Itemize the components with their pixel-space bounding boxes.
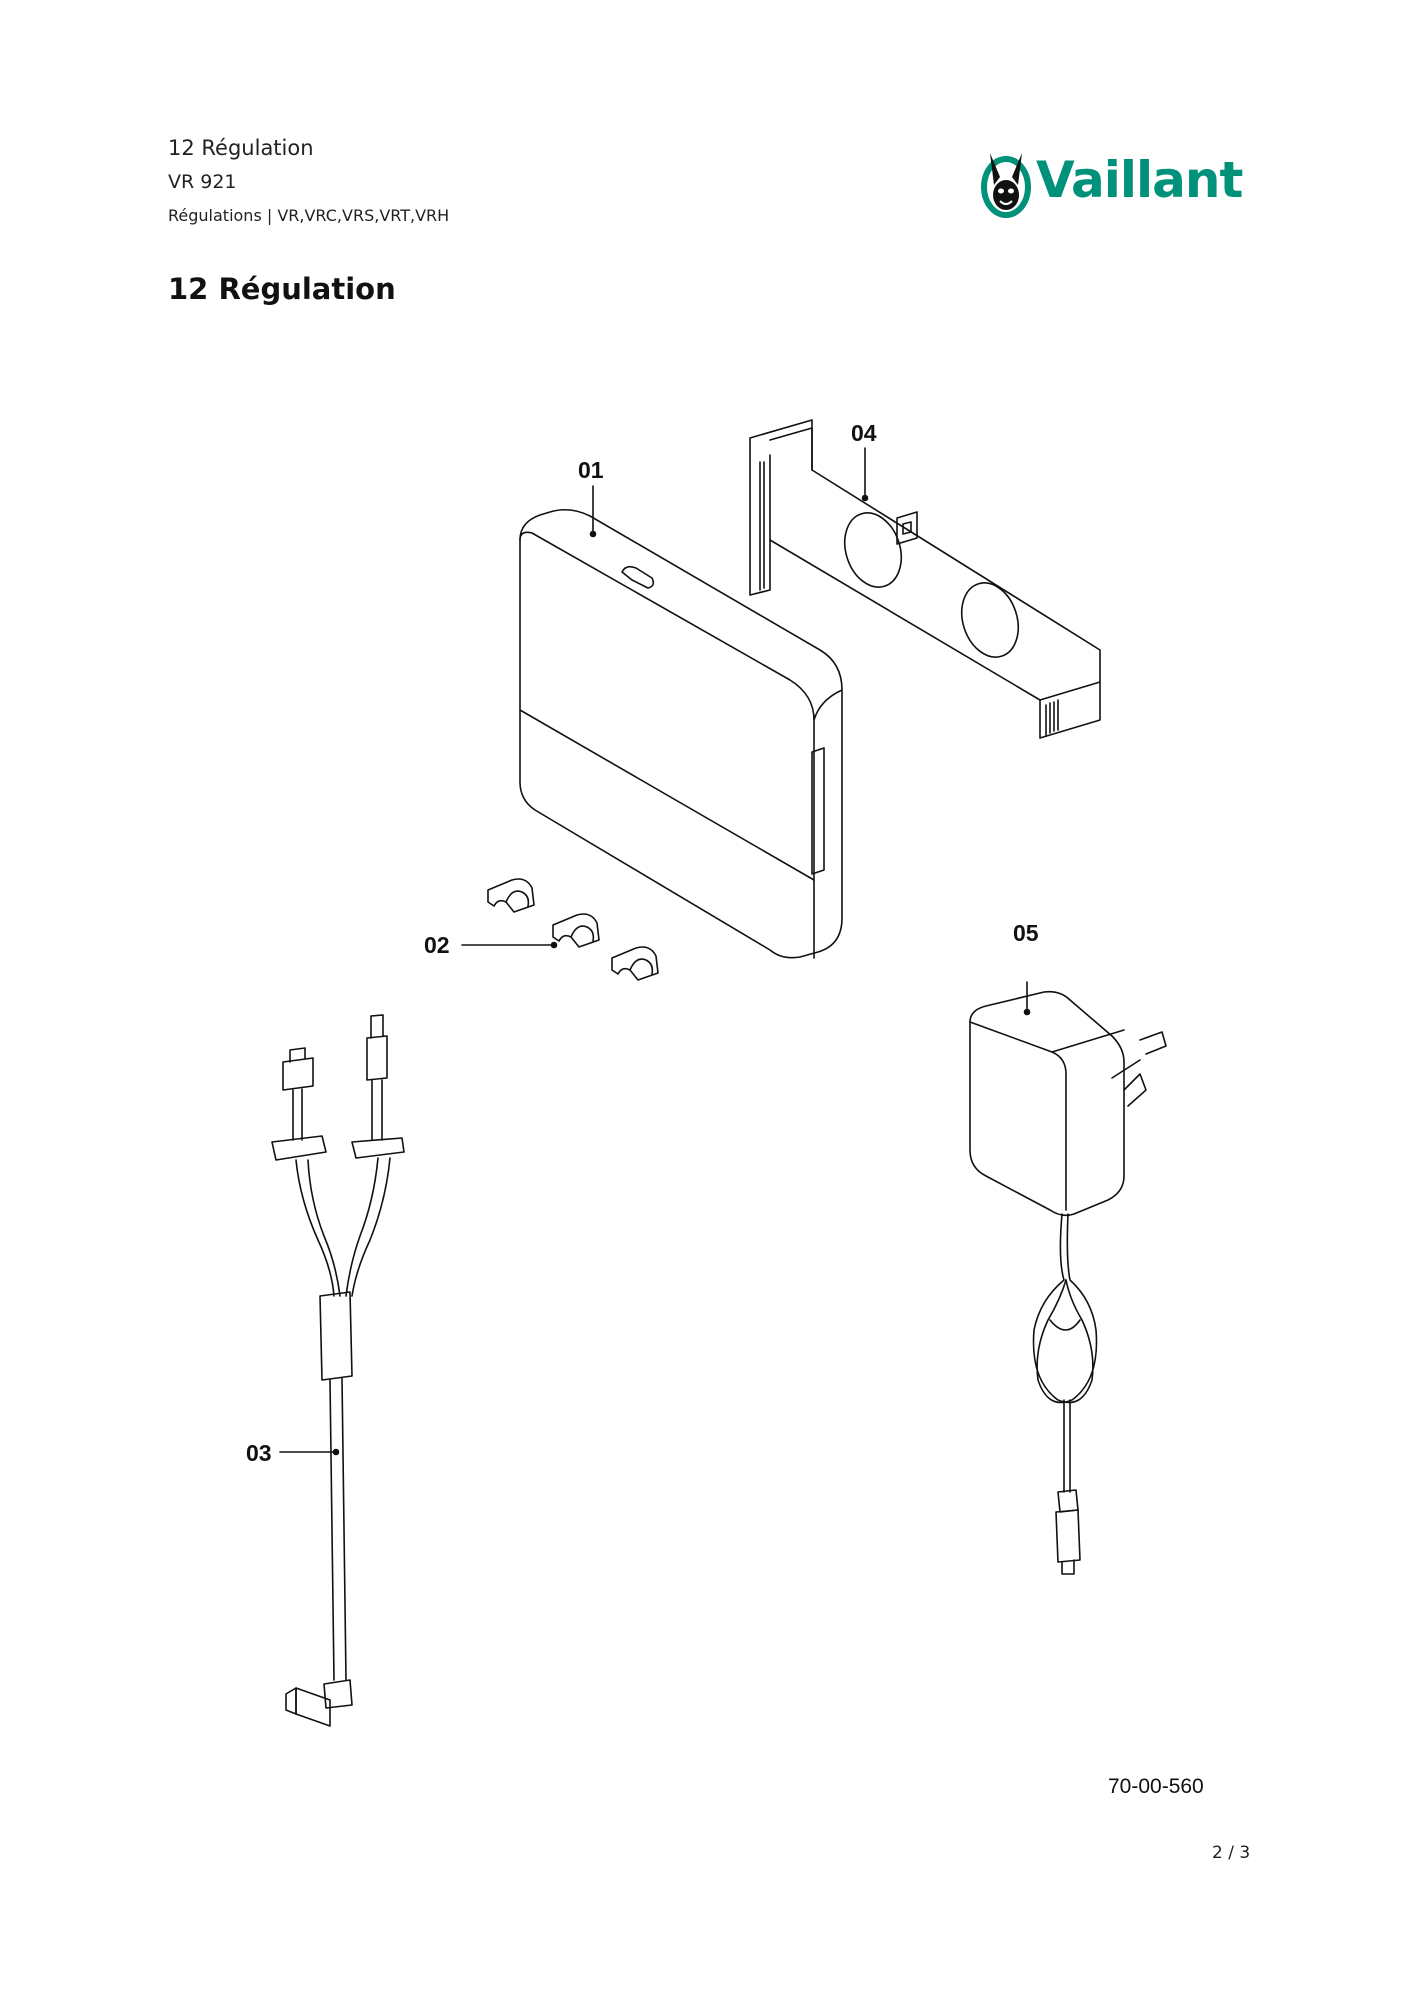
header-section: 12 Régulation — [168, 136, 314, 160]
part-02-clips — [487, 878, 659, 981]
callout-dot-04 — [861, 494, 869, 502]
callout-01: 01 — [578, 457, 604, 483]
page-title: 12 Régulation — [168, 272, 396, 306]
header-model: VR 921 — [168, 171, 237, 193]
callout-dot-01 — [589, 530, 597, 538]
part-01-housing — [519, 508, 843, 959]
page-number: 2 / 3 — [1212, 1843, 1251, 1863]
callout-05: 05 — [1013, 920, 1039, 946]
logo-wordmark: Vaillant — [1036, 151, 1243, 209]
callout-04: 04 — [851, 420, 877, 446]
part-04-wall-bracket — [749, 419, 1101, 739]
part-05-power-adapter — [969, 990, 1167, 1575]
callout-03: 03 — [246, 1440, 272, 1466]
callout-02: 02 — [424, 932, 450, 958]
vaillant-logo: Vaillant — [980, 145, 1250, 225]
part-03-cable — [271, 1014, 405, 1727]
header-category: Régulations | VR,VRC,VRS,VRT,VRH — [168, 206, 450, 225]
document-number: 70-00-560 — [1108, 1775, 1204, 1798]
vaillant-hare-icon — [981, 153, 1031, 218]
